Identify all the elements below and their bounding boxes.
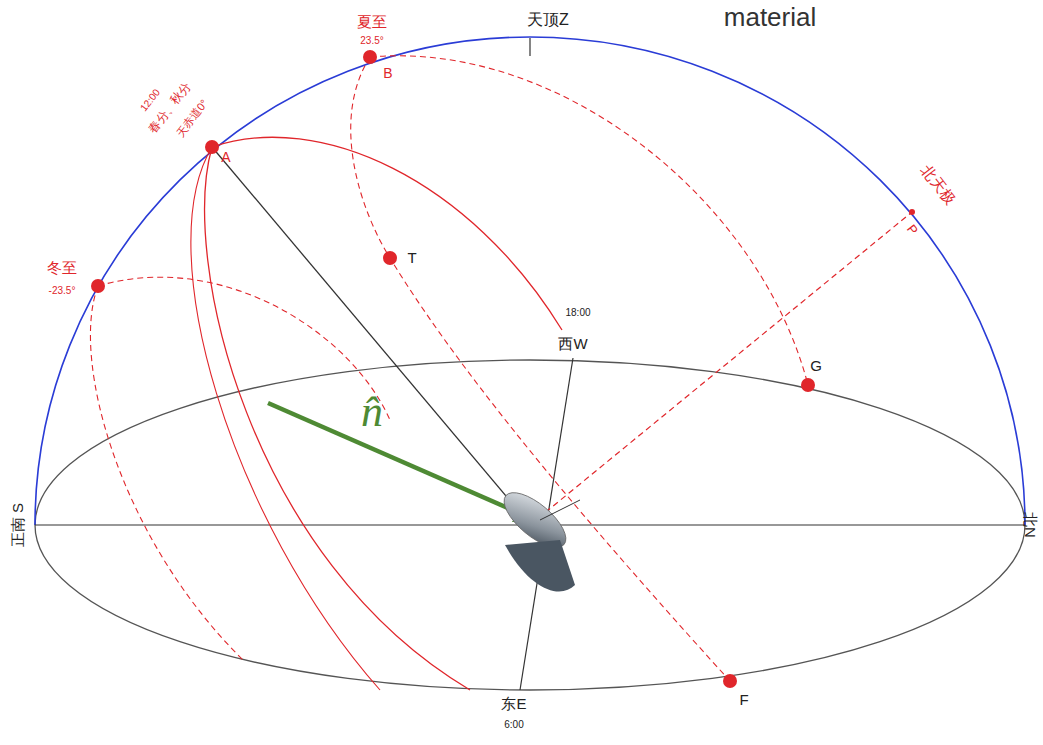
label-text: A bbox=[221, 150, 230, 165]
time-label: 18:00 bbox=[565, 307, 590, 318]
label-text: 天顶Z bbox=[527, 11, 569, 29]
declination-label: -23.5° bbox=[49, 285, 76, 296]
winter-path bbox=[90, 286, 245, 662]
pole-label: 北天极 bbox=[918, 162, 959, 208]
direction-label: 北N bbox=[1022, 512, 1039, 538]
winter-path bbox=[98, 277, 390, 420]
label-text: 18:00 bbox=[565, 307, 590, 318]
direction-label: 正南 S bbox=[10, 503, 27, 547]
label-text: 夏至 bbox=[357, 14, 387, 31]
normal-vector bbox=[268, 403, 533, 519]
point-label: A bbox=[221, 150, 230, 165]
summer-path bbox=[351, 57, 730, 681]
radio-dish bbox=[496, 483, 580, 591]
meridian-arc bbox=[35, 37, 1025, 525]
equator-path bbox=[205, 147, 470, 690]
label-text: 西W bbox=[558, 336, 587, 353]
direction-label: 东E bbox=[501, 696, 526, 713]
declination-label: 23.5° bbox=[360, 35, 383, 46]
label-text: G bbox=[810, 358, 822, 375]
time-label: 6:00 bbox=[504, 719, 523, 730]
label-text: 23.5° bbox=[360, 35, 383, 46]
sun-positions bbox=[91, 50, 915, 688]
header-note: material bbox=[724, 3, 816, 32]
point-label: P bbox=[904, 222, 921, 238]
label-text: 6:00 bbox=[504, 719, 523, 730]
point-label: T bbox=[407, 250, 416, 267]
zenith-label: 天顶Z bbox=[527, 11, 569, 29]
label-text: 东E bbox=[501, 696, 526, 713]
time-label: 12:00 bbox=[138, 87, 162, 113]
horizon-ellipse bbox=[35, 360, 1025, 690]
label-text: -23.5° bbox=[49, 285, 76, 296]
direction-label: 西W bbox=[558, 336, 587, 353]
label-text: material bbox=[724, 3, 816, 32]
label-text: 冬至 bbox=[47, 260, 77, 277]
label-text: 12:00 bbox=[138, 87, 162, 113]
point-label: B bbox=[383, 66, 392, 81]
equator-path bbox=[191, 147, 380, 690]
solstice-label: 夏至 bbox=[357, 14, 387, 31]
solstice-label: 冬至 bbox=[47, 260, 77, 277]
label-text: 北天极 bbox=[918, 162, 959, 208]
label-text: 北N bbox=[1022, 512, 1039, 538]
noon-sun-ray bbox=[212, 147, 528, 522]
point-label: F bbox=[739, 692, 748, 709]
label-text: 正南 S bbox=[10, 503, 27, 547]
zenith-tick bbox=[529, 38, 530, 56]
label-text: T bbox=[407, 250, 416, 267]
summer-path bbox=[370, 56, 808, 385]
polar-axis bbox=[530, 212, 912, 525]
label-text: P bbox=[904, 222, 921, 238]
label-text: B bbox=[383, 66, 392, 81]
normal-vector-label: n̂ bbox=[361, 388, 383, 436]
label-text: n̂ bbox=[361, 388, 383, 436]
point-label: G bbox=[810, 358, 822, 375]
label-text: F bbox=[739, 692, 748, 709]
